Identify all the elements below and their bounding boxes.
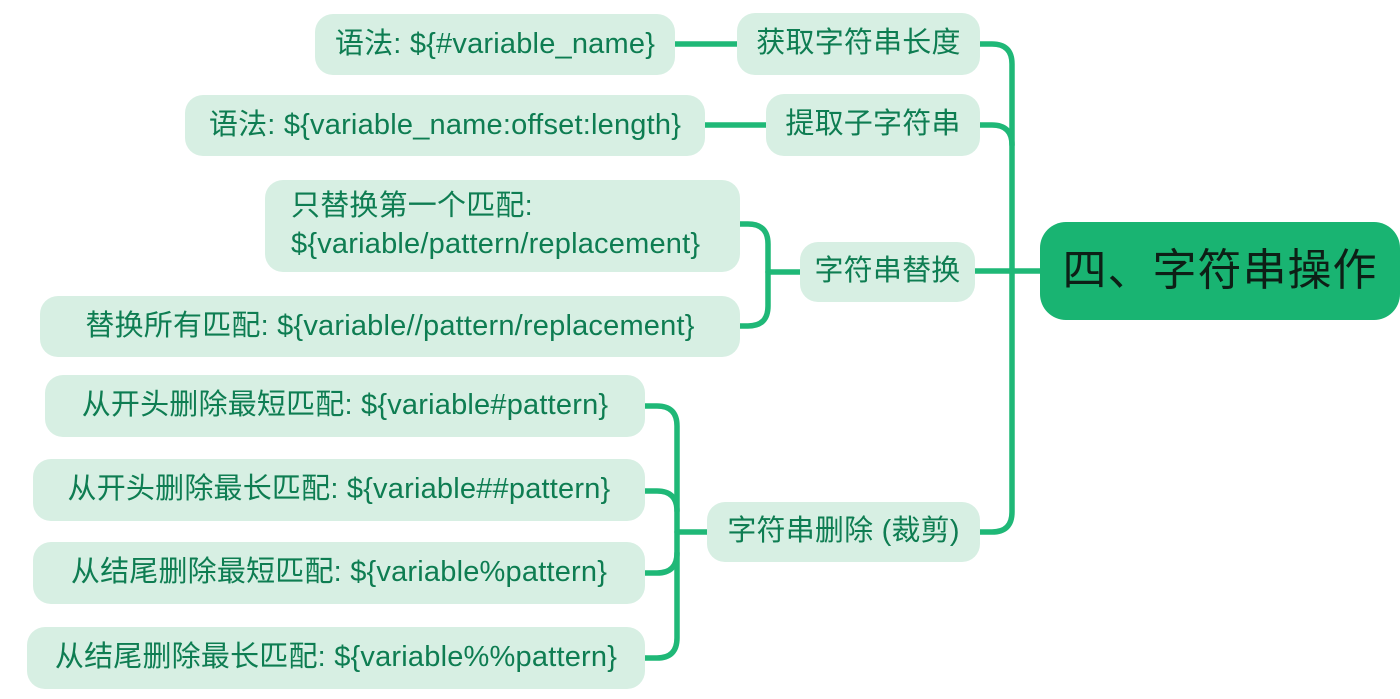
edge-extract-to-trunk (977, 122, 1015, 148)
node-extract-substring[interactable]: 提取子字符串 (766, 94, 980, 156)
node-string-delete-trim[interactable]: 字符串删除 (裁剪) (707, 502, 980, 562)
node-delete-shortest-from-end[interactable]: 从结尾删除最短匹配: ${variable%pattern} (33, 542, 645, 604)
edge-replace-bracket (737, 221, 771, 329)
node-delete-shortest-from-start[interactable]: 从开头删除最短匹配: ${variable#pattern} (45, 375, 645, 437)
node-syntax-string-length[interactable]: 语法: ${#variable_name} (315, 14, 675, 75)
edge-delete-child2 (642, 488, 680, 514)
node-delete-longest-from-end[interactable]: 从结尾删除最长匹配: ${variable%%pattern} (27, 627, 645, 689)
node-delete-longest-from-start[interactable]: 从开头删除最长匹配: ${variable##pattern} (33, 459, 645, 521)
node-replace-first-match[interactable]: 只替换第一个匹配: ${variable/pattern/replacement… (265, 180, 740, 272)
node-string-replace[interactable]: 字符串替换 (800, 242, 975, 302)
edge-delete-bracket (642, 403, 680, 661)
node-replace-all-matches[interactable]: 替换所有匹配: ${variable//pattern/replacement} (40, 296, 740, 357)
node-get-string-length[interactable]: 获取字符串长度 (737, 13, 980, 75)
node-root-string-operations[interactable]: 四、字符串操作 (1040, 222, 1400, 320)
edge-delete-child3 (642, 550, 680, 576)
node-syntax-substring[interactable]: 语法: ${variable_name:offset:length} (185, 95, 705, 156)
edge-trunk (977, 41, 1015, 535)
